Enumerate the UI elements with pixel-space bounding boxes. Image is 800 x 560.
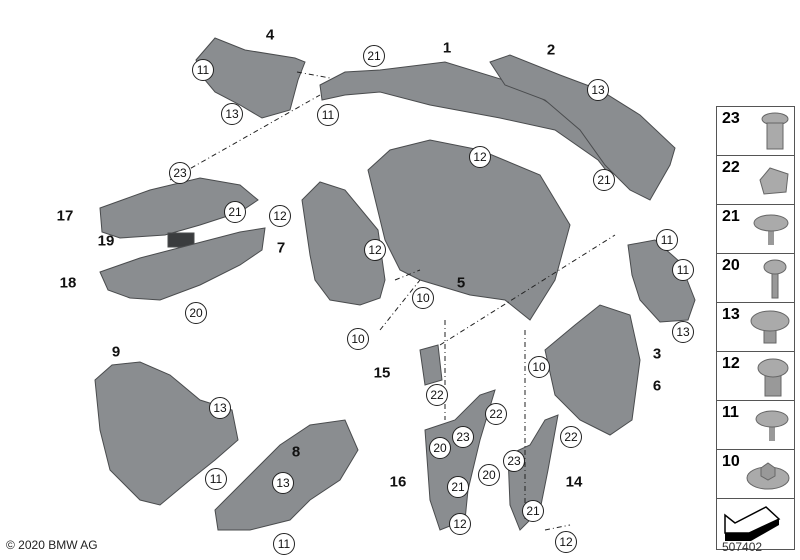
callout: 23 [169, 162, 191, 184]
clip-nut-icon [759, 167, 789, 195]
legend-item: 12 [717, 352, 794, 401]
fastener-legend: 23 22 21 20 13 12 11 10 [716, 106, 795, 550]
part-label: 18 [59, 274, 77, 292]
screw-with-washer-icon [753, 214, 789, 245]
callout: 12 [449, 513, 471, 535]
callout: 12 [364, 239, 386, 261]
callout: 11 [192, 59, 214, 81]
part-label: 8 [291, 443, 301, 461]
part-7-insulation [301, 181, 386, 306]
legend-item [717, 499, 794, 549]
document-id: 507402 [722, 540, 763, 554]
callout: 13 [209, 397, 231, 419]
part-18-bracket [99, 227, 266, 301]
callout: 11 [656, 229, 678, 251]
callout: 20 [185, 302, 207, 324]
part-3-bracket [627, 239, 696, 323]
callout: 12 [555, 531, 577, 553]
callout: 21 [224, 201, 246, 223]
callout: 10 [528, 356, 550, 378]
blind-rivet-nut-icon [757, 358, 789, 397]
part-label: 2 [546, 41, 556, 59]
callout: 12 [269, 205, 291, 227]
part-label: 1 [442, 39, 452, 57]
legend-number: 22 [722, 159, 740, 176]
callout: 13 [221, 103, 243, 125]
screw-with-washer-icon [755, 410, 789, 441]
legend-item: 22 [717, 156, 794, 205]
callout: 20 [429, 437, 451, 459]
callout: 21 [447, 476, 469, 498]
callout: 13 [587, 79, 609, 101]
torx-screw-icon [763, 259, 787, 299]
callout: 11 [205, 468, 227, 490]
legend-number: 11 [722, 404, 739, 421]
part-label: 6 [652, 377, 662, 395]
legend-number: 13 [722, 306, 740, 323]
callout: 11 [317, 104, 339, 126]
part-label: 16 [389, 473, 407, 491]
part-2-cowl-cover [489, 54, 676, 201]
part-label: 15 [373, 364, 391, 382]
part-15-bracket [419, 344, 443, 386]
hex-flange-nut-icon [746, 462, 790, 490]
legend-number: 12 [722, 355, 740, 372]
part-label: 7 [276, 239, 286, 257]
legend-number: 23 [722, 110, 740, 127]
callout: 22 [560, 426, 582, 448]
legend-item: 23 [717, 107, 794, 156]
part-16-bracket [424, 389, 496, 531]
callout: 21 [363, 45, 385, 67]
expanding-rivet-icon [750, 310, 790, 344]
callout: 23 [452, 426, 474, 448]
copyright: © 2020 BMW AG [6, 538, 98, 552]
callout: 11 [273, 533, 295, 555]
leader-lines [169, 71, 616, 531]
legend-number: 21 [722, 208, 740, 225]
callout: 23 [503, 450, 525, 472]
legend-item: 20 [717, 254, 794, 303]
callout: 13 [272, 472, 294, 494]
legend-item: 13 [717, 303, 794, 352]
part-4-duct [195, 37, 306, 119]
part-label: 17 [56, 207, 74, 225]
part-14-bracket [507, 414, 559, 531]
callout: 13 [672, 321, 694, 343]
part-label: 5 [456, 274, 466, 292]
callout: 21 [522, 500, 544, 522]
legend-item: 10 [717, 450, 794, 499]
part-6-insulation [544, 304, 641, 436]
part-5-bulkhead-insulation [367, 139, 571, 321]
callout: 11 [672, 259, 694, 281]
callout: 22 [485, 403, 507, 425]
part-label: 19 [97, 232, 115, 250]
legend-number: 20 [722, 257, 740, 274]
callout: 12 [469, 146, 491, 168]
part-label: 9 [111, 343, 121, 361]
callout: 10 [347, 328, 369, 350]
legend-number: 10 [722, 453, 740, 470]
part-9-bracket [94, 361, 239, 506]
callout: 20 [478, 464, 500, 486]
legend-item: 11 [717, 401, 794, 450]
callout: 22 [426, 384, 448, 406]
callout: 10 [412, 287, 434, 309]
part-label: 3 [652, 345, 662, 363]
part-label: 14 [565, 473, 583, 491]
direction-arrow-icon [724, 506, 781, 541]
expanding-nut-icon [761, 112, 789, 150]
callout: 21 [593, 169, 615, 191]
legend-item: 21 [717, 205, 794, 254]
part-label: 4 [265, 26, 275, 44]
